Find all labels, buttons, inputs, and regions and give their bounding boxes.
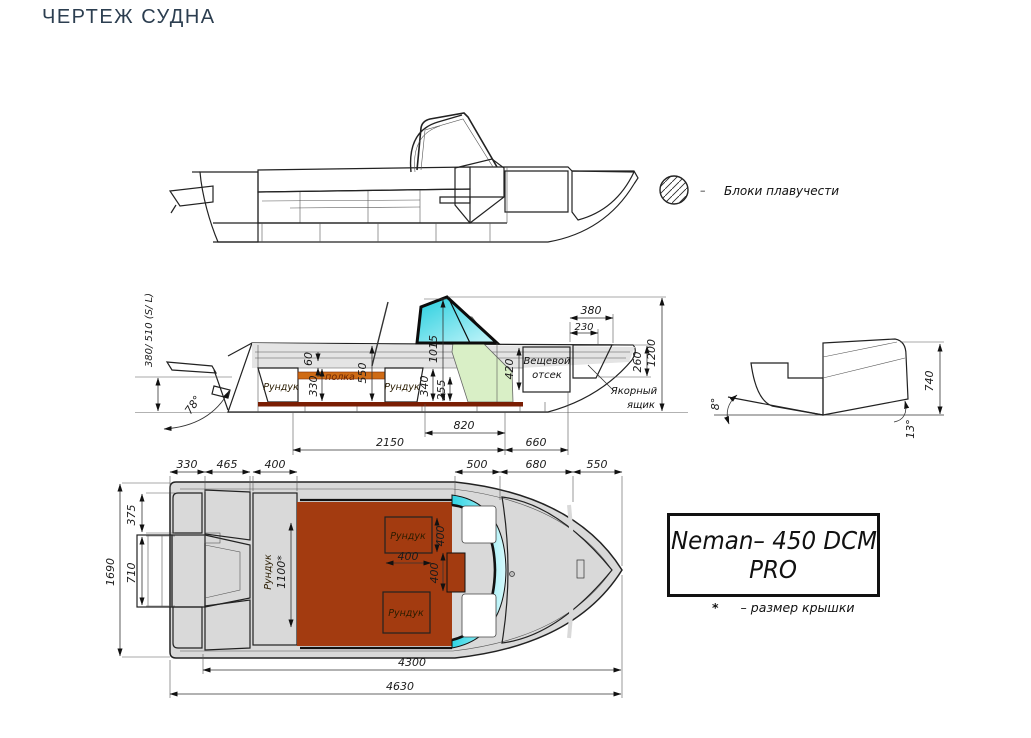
- dim-deadrise-right: 13°: [904, 419, 917, 439]
- console-seat-structure: [439, 158, 508, 224]
- console-block: [446, 552, 466, 593]
- label-locker-fwd-top: Рундук: [390, 531, 426, 542]
- dim-deadrise-left: 8°: [709, 398, 722, 411]
- cockpit-floor: [297, 498, 452, 650]
- page-title: ЧЕРТЕЖ СУДНА: [42, 6, 216, 28]
- model-name-line1: Neman– 450 DCM: [670, 526, 877, 555]
- dim-230: 230: [574, 322, 593, 333]
- legend: – Блоки плавучести: [659, 175, 839, 205]
- bow-deck-hatch: [501, 496, 613, 644]
- side-dimension-lines: [135, 296, 666, 455]
- dim-transom-angle: 78°: [182, 393, 204, 416]
- stern-flotation-block: [192, 171, 259, 243]
- footnote: * – размер крышки: [712, 600, 932, 615]
- dim-420: 420: [503, 359, 516, 380]
- bow-seat-bottom: [461, 593, 497, 638]
- label-gear-compartment-2: отсек: [532, 370, 562, 381]
- plan-view: 330 465 400 500 680 550 1690 375 710 Рун…: [104, 458, 623, 698]
- dim-locker-400-w: 400: [398, 550, 419, 563]
- dim-340: 340: [418, 376, 431, 397]
- label-gear-compartment-1: Вещевой: [523, 356, 571, 367]
- dim-plan-4630: 4630: [386, 680, 414, 693]
- grab-rail: [371, 301, 389, 367]
- legend-label: Блоки плавучести: [724, 184, 839, 198]
- fwd-lockers: [382, 516, 466, 634]
- transom-dimension-lines: [724, 341, 944, 425]
- dim-plan-375: 375: [125, 505, 138, 526]
- deck-flotation-band: [257, 166, 471, 193]
- dim-locker-400-h: 400: [434, 526, 447, 547]
- dim-740: 740: [923, 371, 936, 392]
- footnote-marker: *: [712, 600, 719, 615]
- footnote-text: – размер крышки: [740, 600, 855, 615]
- transom-section-shape: [714, 338, 944, 416]
- windshield: [371, 295, 501, 402]
- dim-660: 660: [526, 436, 547, 449]
- dim-plan-4300: 4300: [398, 656, 426, 669]
- stern-flotation-blocks: [172, 489, 251, 651]
- dim-820: 820: [454, 419, 475, 432]
- hull-bottom-band: [213, 183, 635, 243]
- dim-60: 60: [302, 352, 315, 366]
- cockpit-sole: [258, 402, 523, 407]
- label-locker-fwd-bottom: Рундук: [388, 608, 424, 619]
- dim-550: 550: [356, 363, 369, 384]
- outboard-motor-silhouette: [168, 185, 214, 214]
- dim-plan-465: 465: [217, 458, 238, 471]
- dim-1015: 1015: [427, 335, 440, 363]
- dim-plan-680: 680: [526, 458, 547, 471]
- transom-section-view: 740 8° 13°: [709, 338, 944, 439]
- label-locker-mid: Рундук: [384, 382, 420, 393]
- dim-plan-400-bench: 400: [265, 458, 286, 471]
- dim-plan-710: 710: [125, 563, 138, 584]
- bow-railing: [409, 114, 463, 173]
- windshield-frame: [416, 112, 498, 171]
- model-nameplate: Neman– 450 DCM PRO: [667, 513, 880, 597]
- model-name-line2: PRO: [749, 555, 798, 584]
- legend-dash: –: [700, 184, 706, 197]
- dim-1200: 1200: [645, 339, 658, 367]
- cabin-structure: [257, 188, 471, 224]
- dim-plan-1690: 1690: [104, 558, 117, 586]
- dim-plan-500: 500: [467, 458, 488, 471]
- label-bench-locker: Рундук: [263, 554, 274, 590]
- dim-2150: 2150: [376, 436, 404, 449]
- side-dimension-view: 380/ 510 (S/ L) 78° Рундук полка Рундук …: [135, 293, 688, 455]
- label-anchor-box-2: ящик: [627, 400, 655, 411]
- plan-dimension-lines: [117, 469, 623, 698]
- dim-console-400: 400: [428, 563, 441, 584]
- dim-380: 380: [581, 304, 602, 317]
- label-locker-aft: Рундук: [263, 382, 299, 393]
- dim-255: 255: [435, 380, 448, 401]
- dim-transom-height: 380/ 510 (S/ L): [144, 293, 155, 367]
- label-shelf: полка: [325, 372, 355, 383]
- gear-compartment-box: [522, 346, 571, 393]
- side-cutaway-view: [168, 112, 639, 243]
- bow-seat-top: [461, 505, 497, 544]
- label-anchor-box-1: Якорный: [610, 386, 658, 397]
- windshield-plan: [451, 494, 507, 649]
- dim-plan-550: 550: [587, 458, 608, 471]
- dim-bench-1100: 1100*: [275, 555, 288, 589]
- dim-plan-330: 330: [177, 458, 198, 471]
- dim-260: 260: [631, 352, 644, 373]
- bow-section: [470, 166, 639, 221]
- dim-330: 330: [307, 376, 320, 397]
- flotation-hatch-swatch: [659, 175, 689, 205]
